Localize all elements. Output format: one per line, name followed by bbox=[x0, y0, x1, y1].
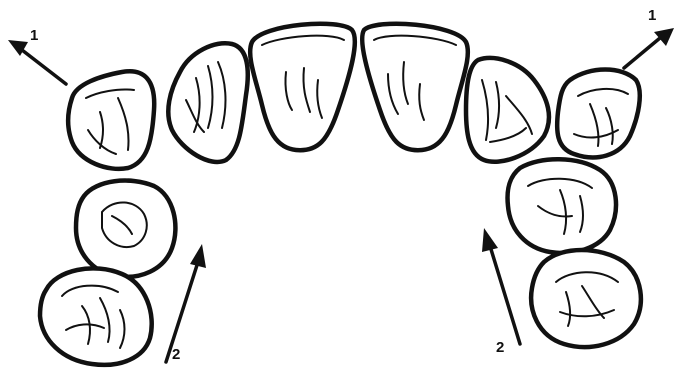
tooth-canine-right bbox=[557, 70, 640, 158]
tooth-lateral-incisor-right bbox=[466, 58, 549, 162]
arrow-2-right bbox=[482, 228, 520, 344]
label-arrow-2-right: 2 bbox=[496, 340, 504, 355]
tooth-premolar-2-right bbox=[531, 250, 641, 347]
arrow-1-right bbox=[624, 28, 674, 68]
label-arrow-2-left: 2 bbox=[172, 347, 180, 362]
label-arrow-1-right: 1 bbox=[648, 8, 656, 23]
tooth-premolar-1-left bbox=[76, 181, 175, 277]
tooth-canine-left bbox=[68, 71, 154, 169]
tooth-central-incisor-right bbox=[362, 24, 468, 150]
tooth-lateral-incisor-left bbox=[168, 43, 247, 162]
tooth-central-incisor-left bbox=[250, 24, 355, 150]
tooth-premolar-2-left bbox=[40, 268, 152, 365]
arrow-1-left bbox=[8, 40, 66, 84]
arrow-2-left bbox=[166, 244, 206, 362]
tooth-premolar-1-right bbox=[508, 159, 616, 253]
label-arrow-1-left: 1 bbox=[30, 28, 38, 43]
